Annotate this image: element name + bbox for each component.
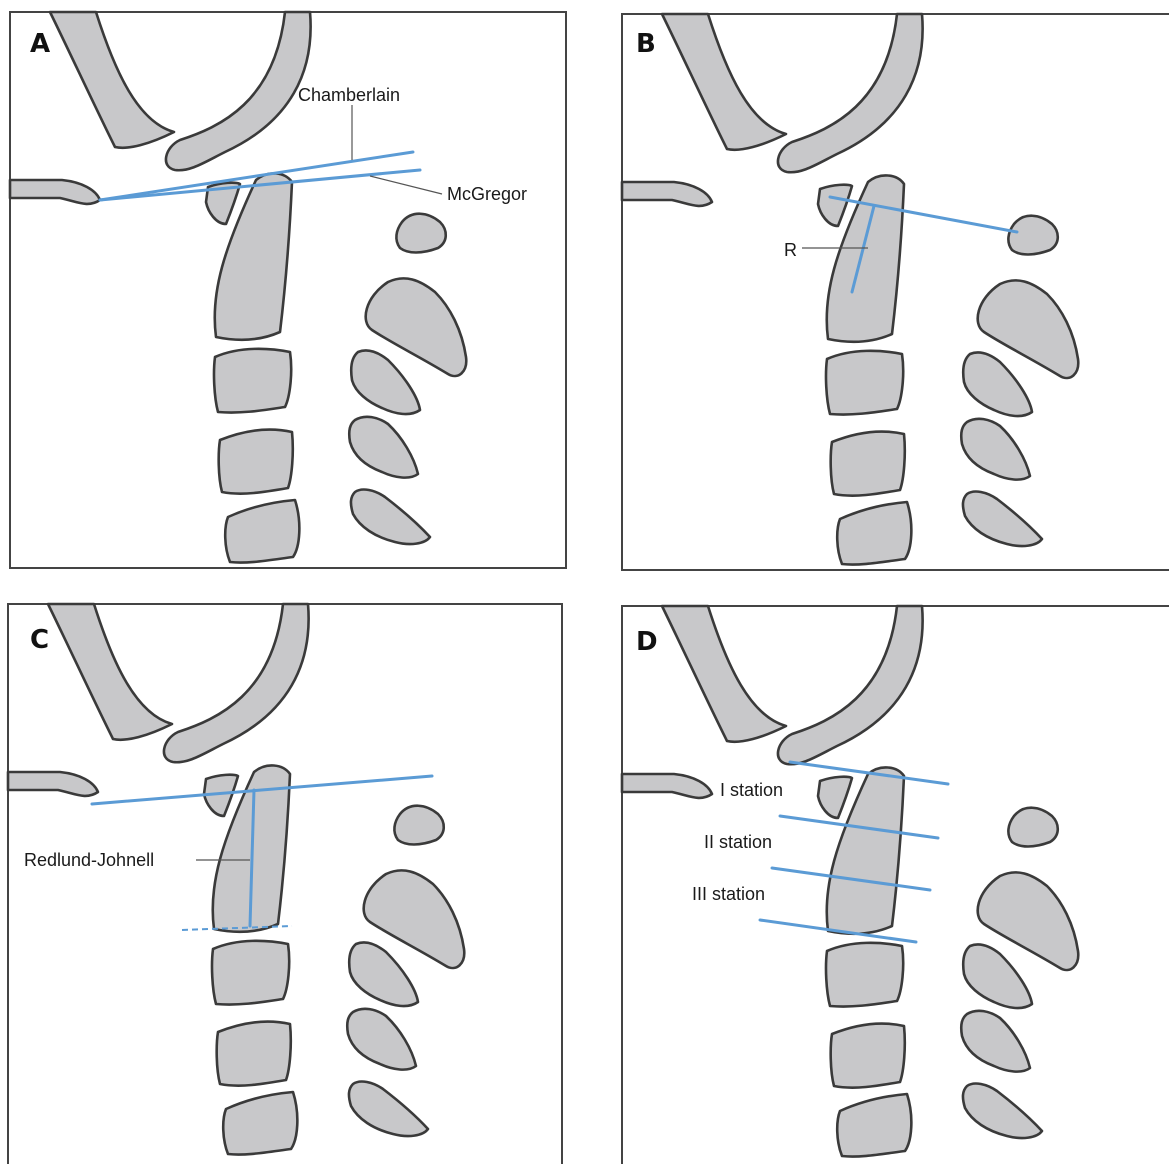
chamberlain-label: Chamberlain [298,85,400,105]
station-1-label: I station [720,780,783,800]
station-2-label: II station [704,832,772,852]
station-3-label: III station [692,884,765,904]
panel-b-letter: B [636,29,656,59]
panel-a: A Chamberlain McGregor [10,12,566,568]
panel-b: B R [622,14,1169,570]
panel-c-letter: C [30,625,49,655]
r-label: R [784,240,797,260]
redlund-label: Redlund-Johnell [24,850,154,870]
panel-c: C Redlund-Johnell [8,604,562,1164]
panel-d: D I station II station III station [622,606,1169,1164]
panel-d-letter: D [636,627,658,657]
mcgregor-label: McGregor [447,184,527,204]
panel-a-letter: A [30,29,50,59]
